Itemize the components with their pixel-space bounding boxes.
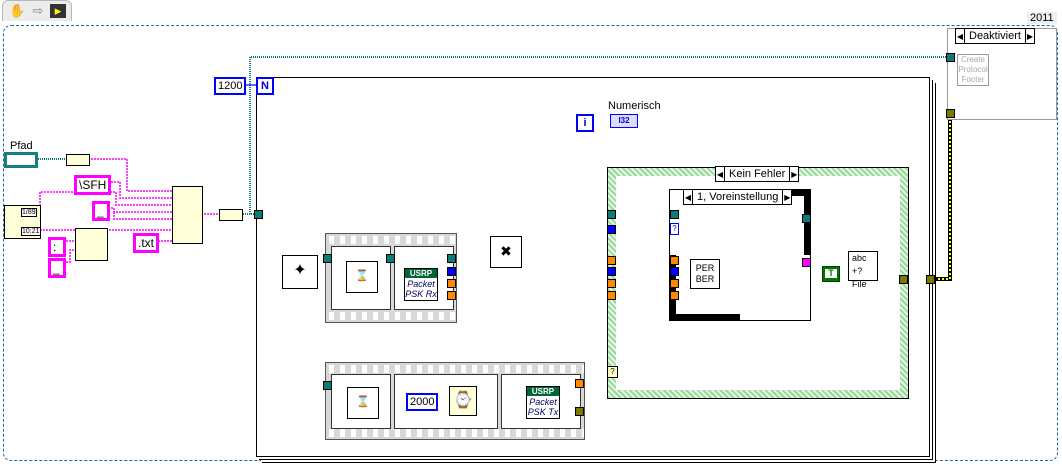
error-case-tunnel-dbl-1 <box>607 256 616 265</box>
iteration-terminal: i <box>576 114 594 132</box>
rx-tunnel-out-path <box>447 254 456 263</box>
wait-ms-constant[interactable]: 2000 <box>406 393 439 411</box>
error-case-tunnel-int-2 <box>607 267 616 276</box>
true-constant[interactable]: T <box>822 266 840 282</box>
prev-case-arrow-icon-3[interactable]: ◀ <box>956 32 964 41</box>
numerisch-indicator[interactable]: I32 <box>610 114 638 128</box>
disabled-tunnel-error <box>946 109 955 118</box>
arrow-icon[interactable]: ⇨ <box>32 3 44 18</box>
inner-case-tunnel-path-in <box>670 210 679 219</box>
inner-tunnel-dbl-2 <box>670 279 679 288</box>
numerisch-label: Numerisch <box>608 100 661 112</box>
rx-tunnel-mid <box>386 254 395 263</box>
prev-case-arrow-icon[interactable]: ◀ <box>716 170 724 179</box>
diagram-frame <box>3 25 1058 461</box>
vi-icon[interactable]: ▸ <box>50 4 66 18</box>
loop-tunnel-error-out <box>926 275 935 284</box>
wait-icon: ⌛ <box>346 261 378 293</box>
error-case-tunnel-dbl-2 <box>607 279 616 288</box>
rx-tunnel-out-int <box>447 267 456 276</box>
sfh-string-constant[interactable]: \SFH <box>74 175 112 195</box>
write-to-text-file-node: abc +? File <box>848 251 878 289</box>
error-case-tunnel-int <box>607 225 616 234</box>
next-case-arrow-icon[interactable]: ▶ <box>791 170 798 179</box>
toolbar: ✋ ⇨ ▸ <box>2 0 72 21</box>
open-file-icon: ✦ <box>282 255 318 289</box>
loop-count-terminal: N <box>256 77 274 95</box>
rx-frame-1: ⌛ <box>331 246 391 310</box>
per-ber-subvi: PER BER <box>690 259 720 289</box>
wait-ms-watch-icon: ⌚ <box>449 386 477 416</box>
close-file-icon: ✖ <box>490 236 522 268</box>
next-case-arrow-icon-2[interactable]: ▶ <box>784 193 791 202</box>
tx-tunnel-out-error <box>575 407 584 416</box>
prev-case-arrow-icon-2[interactable]: ◀ <box>684 193 692 202</box>
inner-tunnel-int <box>670 267 679 276</box>
concatenate-strings-node <box>172 186 203 244</box>
error-case-tunnel-dbl-3 <box>607 291 616 300</box>
wait-icon-2: ⌛ <box>347 387 379 419</box>
create-protocol-footer-node: Create Protocol Footer <box>957 54 989 86</box>
format-date-time-node: 1/89 10:21 <box>4 205 41 239</box>
year-label: 2011 <box>1027 12 1057 24</box>
disabled-tunnel-path <box>946 53 955 62</box>
inner-tunnel-dbl-3 <box>670 291 679 300</box>
inner-case-selector[interactable]: ◀1, Voreinstellung▶ <box>683 189 793 205</box>
inner-tunnel-dbl-1 <box>670 256 679 265</box>
tx-frame-2: 2000 ⌚ <box>394 374 498 429</box>
colon-string-constant[interactable]: : <box>48 237 66 257</box>
rx-tunnel-out-dbl-1 <box>447 279 456 288</box>
loop-count-constant[interactable]: 1200 <box>214 77 247 95</box>
loop-tunnel-path <box>254 210 263 219</box>
tx-tunnel-out-dbl <box>575 379 584 388</box>
inner-case-selector-terminal: ? <box>670 223 679 235</box>
tx-tunnel-in <box>323 381 332 390</box>
inner-tunnel-string-out <box>802 258 811 267</box>
error-case-selector[interactable]: ◀Kein Fehler▶ <box>715 166 800 182</box>
underscore-string-constant-2[interactable]: _ <box>48 258 66 278</box>
next-case-arrow-icon-3[interactable]: ▶ <box>1026 32 1034 41</box>
rx-tunnel-out-dbl-2 <box>447 291 456 300</box>
disabled-structure-selector[interactable]: ◀Deaktiviert▶ <box>955 28 1035 44</box>
error-case-tunnel-path <box>607 210 616 219</box>
txt-string-constant[interactable]: .txt <box>133 233 160 253</box>
error-case-tunnel-error-out <box>899 275 908 284</box>
underscore-string-constant[interactable]: _ <box>92 201 110 221</box>
path-to-string-node <box>66 154 90 166</box>
inner-tunnel-path-out <box>802 214 811 223</box>
error-case-selector-terminal: ? <box>607 366 618 378</box>
string-to-path-node <box>219 209 243 221</box>
tx-frame-1: ⌛ <box>331 374 391 429</box>
inner-case-structure <box>669 189 811 321</box>
path-label: Pfad <box>10 140 33 152</box>
hand-tool-icon[interactable]: ✋ <box>9 3 26 18</box>
rx-tunnel-in <box>323 254 332 263</box>
search-replace-node <box>75 228 108 261</box>
path-control[interactable] <box>4 152 38 168</box>
